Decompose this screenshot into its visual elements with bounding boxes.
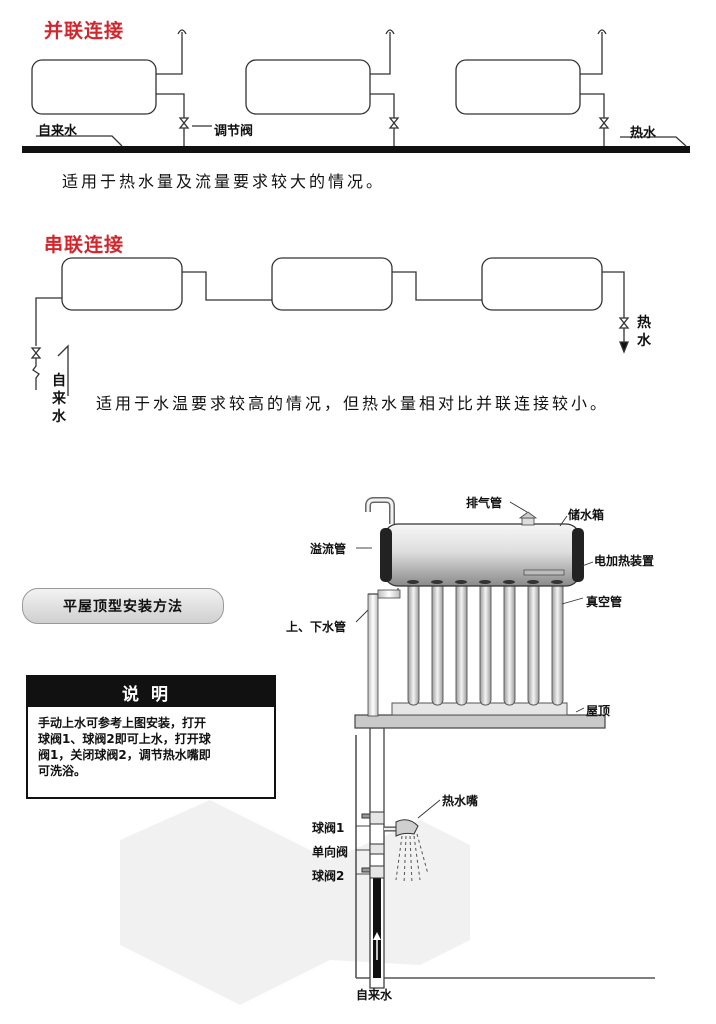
series-title: 串联连接 bbox=[44, 234, 125, 256]
overflow-pipe-label: 溢流管 bbox=[310, 542, 347, 556]
series-hot-water-label: 热水 bbox=[637, 315, 651, 349]
parallel-cold-water-label: 自来水 bbox=[38, 124, 78, 139]
roof-slab bbox=[354, 714, 606, 729]
parallel-caption: 适用于热水量及流量要求较大的情况。 bbox=[62, 172, 386, 191]
note-line: 手动上水可参考上图安装，打开 bbox=[38, 716, 207, 730]
parallel-valve-label: 调节阀 bbox=[214, 124, 254, 139]
tap-water-label: 自来水 bbox=[356, 988, 393, 1002]
method-title: 平屋顶型安装方法 bbox=[22, 588, 224, 624]
storage-tank bbox=[383, 523, 581, 587]
series-tank-1 bbox=[61, 257, 183, 311]
tank-3 bbox=[455, 59, 581, 115]
ball-valve-2-label: 球阀2 bbox=[312, 869, 345, 883]
parallel-title: 并联连接 bbox=[44, 20, 125, 42]
check-valve-label: 单向阀 bbox=[312, 845, 349, 859]
hot-faucet-label: 热水嘴 bbox=[442, 794, 479, 808]
parallel-diagram bbox=[22, 29, 690, 153]
series-tank-3 bbox=[481, 257, 603, 311]
storage-tank-label: 储水箱 bbox=[568, 508, 605, 522]
main-water-line bbox=[22, 146, 690, 153]
water-spray bbox=[395, 833, 429, 885]
vacuum-tube-label: 真空管 bbox=[586, 595, 623, 609]
tank-1 bbox=[31, 59, 157, 115]
up-down-pipe-label: 上、下水管 bbox=[286, 620, 347, 634]
note-body: 手动上水可参考上图安装，打开 球阀1、球阀2即可上水，打开球 阀1，关闭球阀2，… bbox=[28, 707, 274, 787]
vacuum-tubes bbox=[407, 579, 564, 706]
series-caption: 适用于水温要求较高的情况，但热水量相对比并联连接较小。 bbox=[96, 394, 610, 413]
series-tank-2 bbox=[271, 257, 393, 311]
series-diagram bbox=[30, 257, 630, 396]
note-heading: 说明 bbox=[28, 677, 274, 707]
flat-roof-diagram bbox=[354, 497, 655, 989]
exhaust-pipe-label: 排气管 bbox=[466, 496, 503, 510]
series-cold-water-label: 自来水 bbox=[52, 373, 66, 425]
note-line: 可洗浴。 bbox=[38, 764, 87, 778]
watermark bbox=[120, 800, 470, 1005]
frame-base bbox=[391, 702, 568, 716]
tank-2 bbox=[245, 59, 371, 115]
parallel-hot-water-label: 热水 bbox=[630, 126, 657, 141]
roof-label: 屋顶 bbox=[586, 704, 611, 718]
ball-valve-1-label: 球阀1 bbox=[312, 821, 345, 835]
note-line: 阀1，关闭球阀2，调节热水嘴即 bbox=[38, 748, 211, 762]
supply-pipe-inner bbox=[373, 868, 381, 978]
note-box: 说明 手动上水可参考上图安装，打开 球阀1、球阀2即可上水，打开球 阀1，关闭球… bbox=[26, 675, 276, 799]
note-line: 球阀1、球阀2即可上水，打开球 bbox=[38, 732, 211, 746]
electric-heater-label: 电加热装置 bbox=[594, 554, 655, 568]
